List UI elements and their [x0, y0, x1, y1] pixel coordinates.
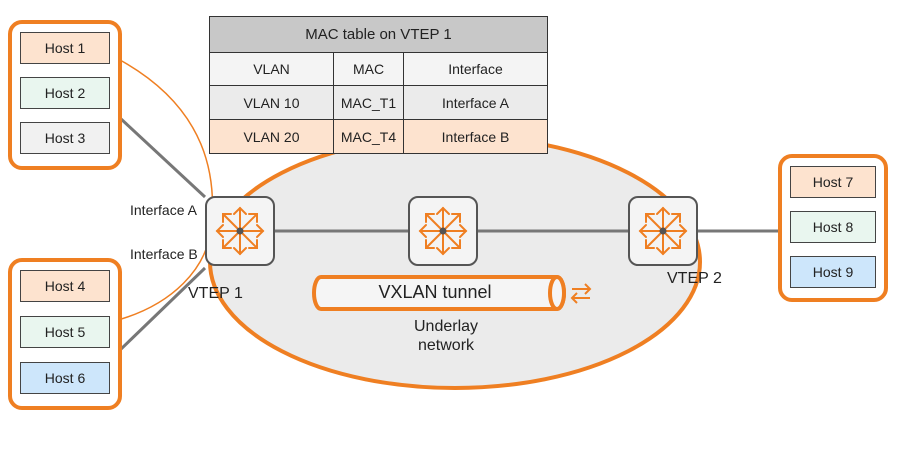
mac-table-header-mac: MAC: [333, 51, 404, 87]
bidirectional-arrows-icon: [570, 283, 592, 304]
host-group-3: Host 7 Host 8 Host 9: [778, 154, 888, 302]
underlay-network-label-line1: Underlay: [414, 318, 479, 335]
host-5[interactable]: Host 5: [20, 316, 110, 348]
router-arrows-icon: [215, 206, 265, 256]
link-host5-vtep1: [118, 266, 207, 352]
table-cell: VLAN 10: [209, 85, 334, 121]
host-9[interactable]: Host 9: [790, 256, 876, 288]
table-cell: MAC_T1: [333, 85, 404, 121]
vxlan-tunnel: [312, 275, 566, 311]
host-group-2: Host 4 Host 5 Host 6: [8, 258, 122, 410]
table-row: VLAN 20 MAC_T4 Interface B: [209, 119, 548, 154]
interface-a-label: Interface A: [130, 202, 197, 218]
host-3[interactable]: Host 3: [20, 122, 110, 154]
vtep1-switch[interactable]: [205, 196, 275, 266]
table-cell: MAC_T4: [333, 119, 404, 154]
vtep1-label: VTEP 1: [188, 285, 243, 302]
host-2[interactable]: Host 2: [20, 77, 110, 109]
mac-table-header-interface: Interface: [403, 51, 548, 87]
link-host3-vtep1: [118, 116, 207, 199]
vtep2-switch[interactable]: [628, 196, 698, 266]
host-8[interactable]: Host 8: [790, 211, 876, 243]
host-6[interactable]: Host 6: [20, 362, 110, 394]
spine-switch[interactable]: [408, 196, 478, 266]
underlay-network-label-line2: network: [418, 337, 475, 354]
table-row: VLAN 10 MAC_T1 Interface A: [209, 85, 548, 121]
vxlan-tunnel-label: VXLAN tunnel: [378, 282, 492, 302]
mac-table-vtep1: MAC table on VTEP 1 VLAN MAC Interface V…: [209, 16, 548, 154]
mac-table-title: MAC table on VTEP 1: [209, 16, 548, 53]
table-cell: Interface A: [403, 85, 548, 121]
vtep2-label: VTEP 2: [667, 270, 722, 287]
interface-b-label: Interface B: [130, 246, 198, 262]
host-group-1: Host 1 Host 2 Host 3: [8, 20, 122, 170]
router-arrows-icon: [638, 206, 688, 256]
mac-table-header-vlan: VLAN: [209, 51, 334, 87]
host-4[interactable]: Host 4: [20, 270, 110, 302]
table-cell: VLAN 20: [209, 119, 334, 154]
table-cell: Interface B: [403, 119, 548, 154]
router-arrows-icon: [418, 206, 468, 256]
host-1[interactable]: Host 1: [20, 32, 110, 64]
host-7[interactable]: Host 7: [790, 166, 876, 198]
